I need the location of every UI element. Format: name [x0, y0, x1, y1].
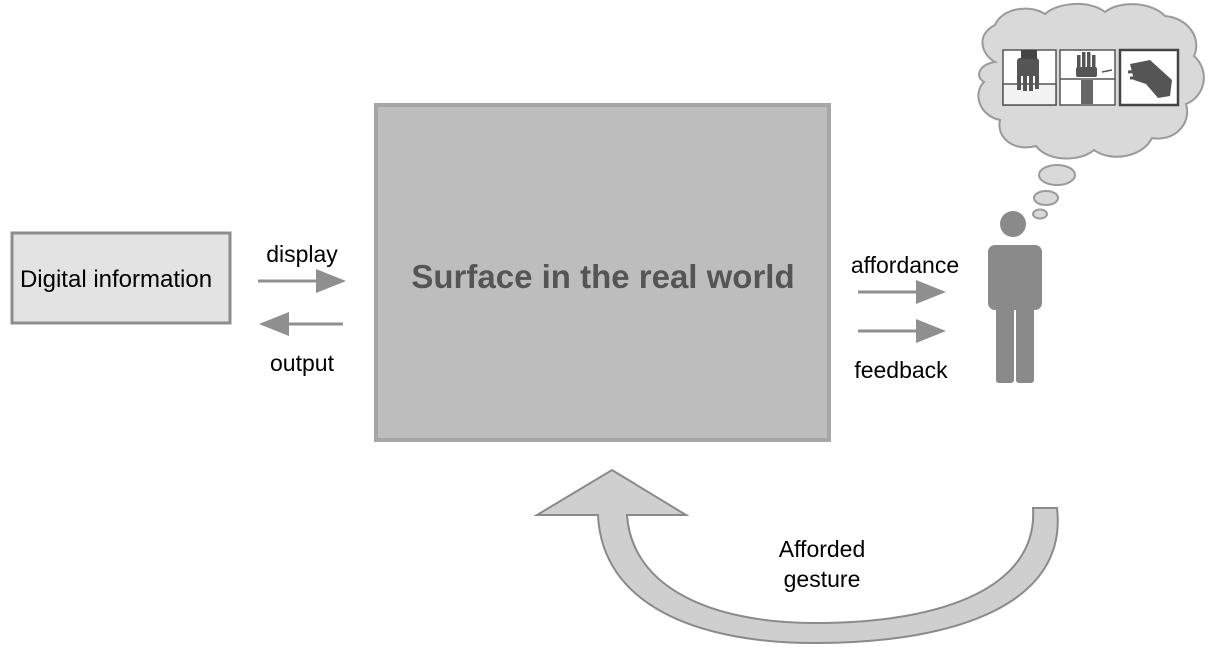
person-head — [1000, 211, 1026, 237]
feedback-edge: feedback — [854, 319, 948, 383]
afforded-gesture-label-line2: gesture — [784, 566, 861, 592]
hand-wave-icon — [1118, 48, 1180, 107]
person-left-leg — [996, 305, 1014, 383]
hand-raise-icon — [1059, 49, 1116, 106]
afforded-gesture-arrow — [533, 468, 1059, 645]
display-label: display — [266, 241, 338, 267]
output-edge: output — [259, 312, 343, 376]
digital-information-label: Digital information — [20, 266, 212, 293]
feedback-label: feedback — [854, 357, 948, 383]
surface-label: Surface in the real world — [411, 258, 794, 295]
digital-information-node: Digital information — [10, 231, 232, 325]
thought-cloud-icon — [977, 2, 1205, 160]
affordance-edge: affordance — [851, 252, 959, 304]
afforded-gesture-label-line1: Afforded — [779, 536, 866, 562]
affordance-label: affordance — [851, 252, 959, 278]
output-label: output — [270, 350, 335, 376]
person-icon — [988, 211, 1042, 383]
person-right-leg — [1016, 305, 1034, 383]
hand-press-icon — [1002, 49, 1057, 106]
display-edge: display — [258, 241, 346, 293]
surface-node: Surface in the real world — [374, 103, 831, 442]
thought-bubbles — [1032, 164, 1076, 220]
person-body — [988, 245, 1042, 310]
afforded-gesture-edge: Afforded gesture — [533, 468, 1059, 645]
